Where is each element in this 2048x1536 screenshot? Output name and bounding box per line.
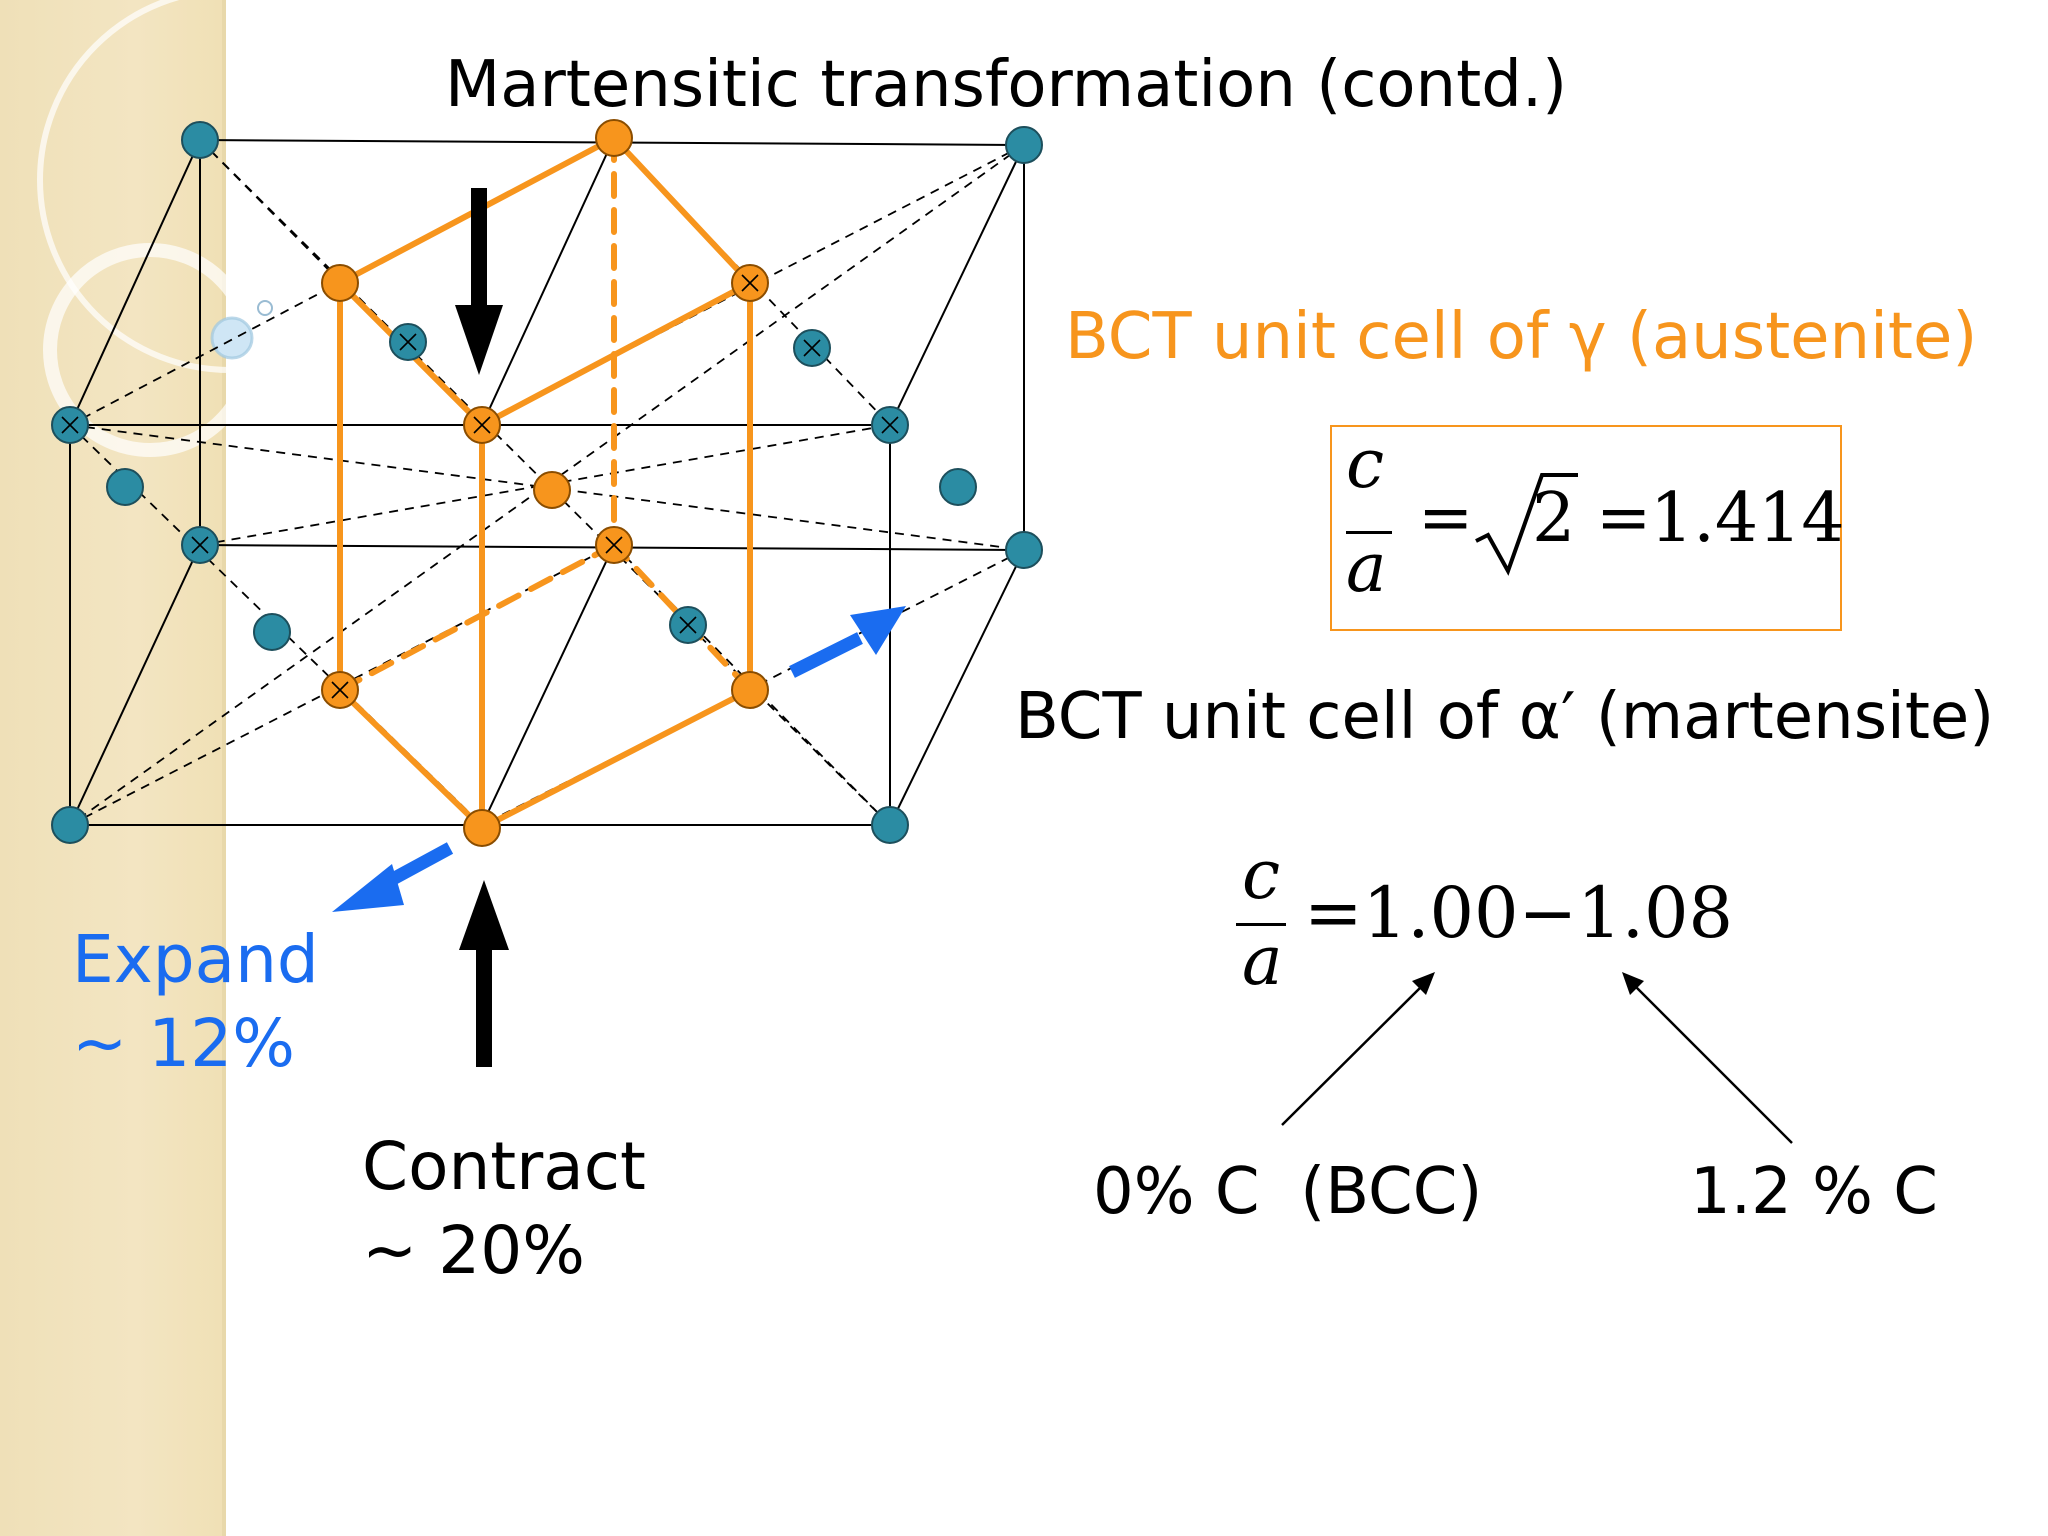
atom-cross-marks [61,333,899,634]
iron-atoms-teal [51,121,1043,844]
atom [1005,531,1043,569]
fraction-bar [1346,531,1392,534]
austenite-label: BCT unit cell of γ (austenite) [1065,300,1978,374]
sqrt-symbol [1475,473,1578,576]
carbon-pointer-arrows [1281,972,1793,1144]
atom [51,806,89,844]
ratio-numerator: c [1346,425,1385,504]
ratio-numerator: c [1242,836,1281,915]
martensite-ratio: c a =1.00−1.08 [1232,836,1733,1020]
carbon-zero-label: 0% C (BCC) [1093,1155,1483,1229]
contract-percent: ~ 20% [362,1212,585,1289]
ratio-value: 1.414 [1650,479,1845,558]
expand-label: Expand [72,921,319,998]
expand-arrows [332,606,906,912]
fraction-bar [1236,923,1286,926]
ratio-equals-sign: = [1596,479,1652,556]
expand-percent: ~ 12% [72,1005,295,1082]
austenite-ratio-box: c a = 2 = 1.414 [1330,425,1845,631]
slide-title: Martensitic transformation (contd.) [445,48,1568,122]
atom [181,121,219,159]
carbon-high-label: 1.2 % C [1690,1155,1938,1229]
contract-label: Contract [362,1128,646,1205]
atom [871,806,909,844]
martensite-label: BCT unit cell of α′ (martensite) [1015,680,1995,754]
atom [1005,126,1043,164]
atom [253,613,291,651]
atom [939,468,977,506]
bct-orange-cell [337,135,753,831]
ratio-equals-sign: = [1418,479,1474,556]
atom [463,809,501,847]
ratio-denominator: a [1346,529,1387,608]
atom [731,671,769,709]
decorative-rings [37,0,423,457]
atom [533,471,571,509]
ratio-denominator: a [1242,922,1283,1001]
atom [106,468,144,506]
contract-arrows [455,188,509,1067]
sqrt-argument: 2 [1532,479,1576,558]
orange-atom-cross-marks [331,274,759,699]
expand-annotation: Expand ~ 12% [72,918,319,1086]
atom [595,119,633,157]
atom [321,264,359,302]
ratio-expression: =1.00−1.08 [1304,872,1734,954]
contract-annotation: Contract ~ 20% [362,1125,646,1293]
